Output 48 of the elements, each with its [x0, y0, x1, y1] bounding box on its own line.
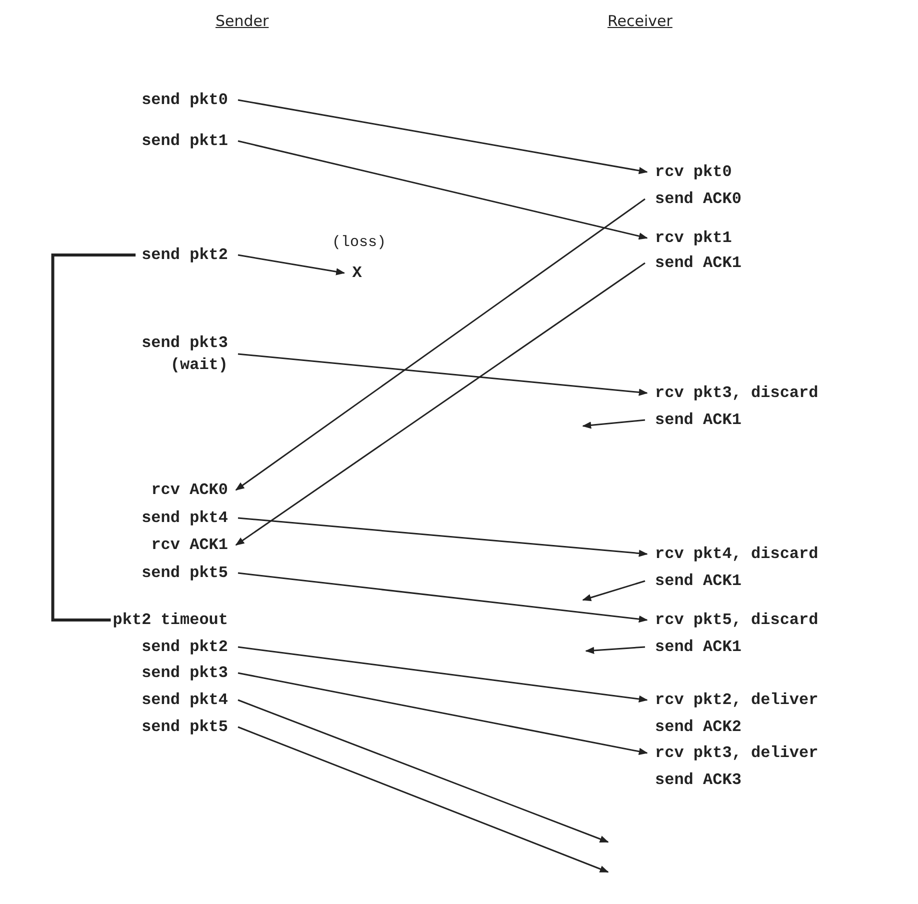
- arrow: [238, 726, 609, 873]
- event-text: send pkt5: [142, 563, 228, 584]
- event-text: send pkt1: [142, 131, 228, 152]
- arrow: [238, 699, 609, 843]
- event-text: send pkt5: [142, 717, 228, 738]
- arrow: [582, 580, 646, 602]
- event-text: X: [352, 263, 362, 284]
- event-text: rcv pkt2, deliver: [655, 690, 818, 711]
- event-text: rcv pkt5, discard: [655, 610, 818, 631]
- column-heading: Receiver: [608, 12, 672, 30]
- event-text: send ACK1: [655, 253, 742, 274]
- event-text: rcv pkt3, discard: [655, 383, 818, 404]
- event-text: send ACK1: [655, 410, 742, 431]
- arrow: [238, 140, 648, 240]
- arrow: [582, 419, 646, 429]
- arrow: [238, 672, 648, 755]
- event-text: rcv ACK0: [151, 480, 228, 501]
- arrow: [238, 517, 648, 557]
- event-text: send pkt4: [142, 690, 228, 711]
- arrow: [235, 262, 646, 546]
- arrow: [235, 198, 646, 491]
- arrow: [238, 254, 346, 276]
- event-text: rcv pkt1: [655, 228, 732, 249]
- event-text: send pkt2: [142, 245, 228, 266]
- event-text: send ACK3: [655, 770, 742, 791]
- event-text: send pkt3: [142, 663, 228, 684]
- event-text: send ACK1: [655, 571, 742, 592]
- note-text: (loss): [332, 234, 386, 251]
- event-text: rcv pkt0: [655, 162, 732, 183]
- arrow: [238, 99, 648, 174]
- event-text: rcv pkt4, discard: [655, 544, 818, 565]
- event-text: (wait): [169, 355, 228, 376]
- event-text: send pkt2: [142, 637, 228, 658]
- arrow: [238, 646, 648, 703]
- event-text: send ACK2: [655, 717, 742, 738]
- arrow: [238, 353, 648, 396]
- arrow: [585, 646, 646, 654]
- event-text: send pkt4: [142, 508, 228, 529]
- event-text: send ACK1: [655, 637, 742, 658]
- event-text: pkt2 timeout: [112, 610, 228, 631]
- event-text: rcv ACK1: [151, 535, 228, 556]
- arrow: [238, 572, 648, 623]
- event-text: send ACK0: [655, 189, 742, 210]
- column-heading: Sender: [216, 12, 269, 30]
- timer-line: [51, 254, 136, 622]
- event-text: rcv pkt3, deliver: [655, 743, 818, 764]
- event-text: send pkt0: [142, 90, 228, 111]
- event-text: send pkt3: [142, 333, 228, 354]
